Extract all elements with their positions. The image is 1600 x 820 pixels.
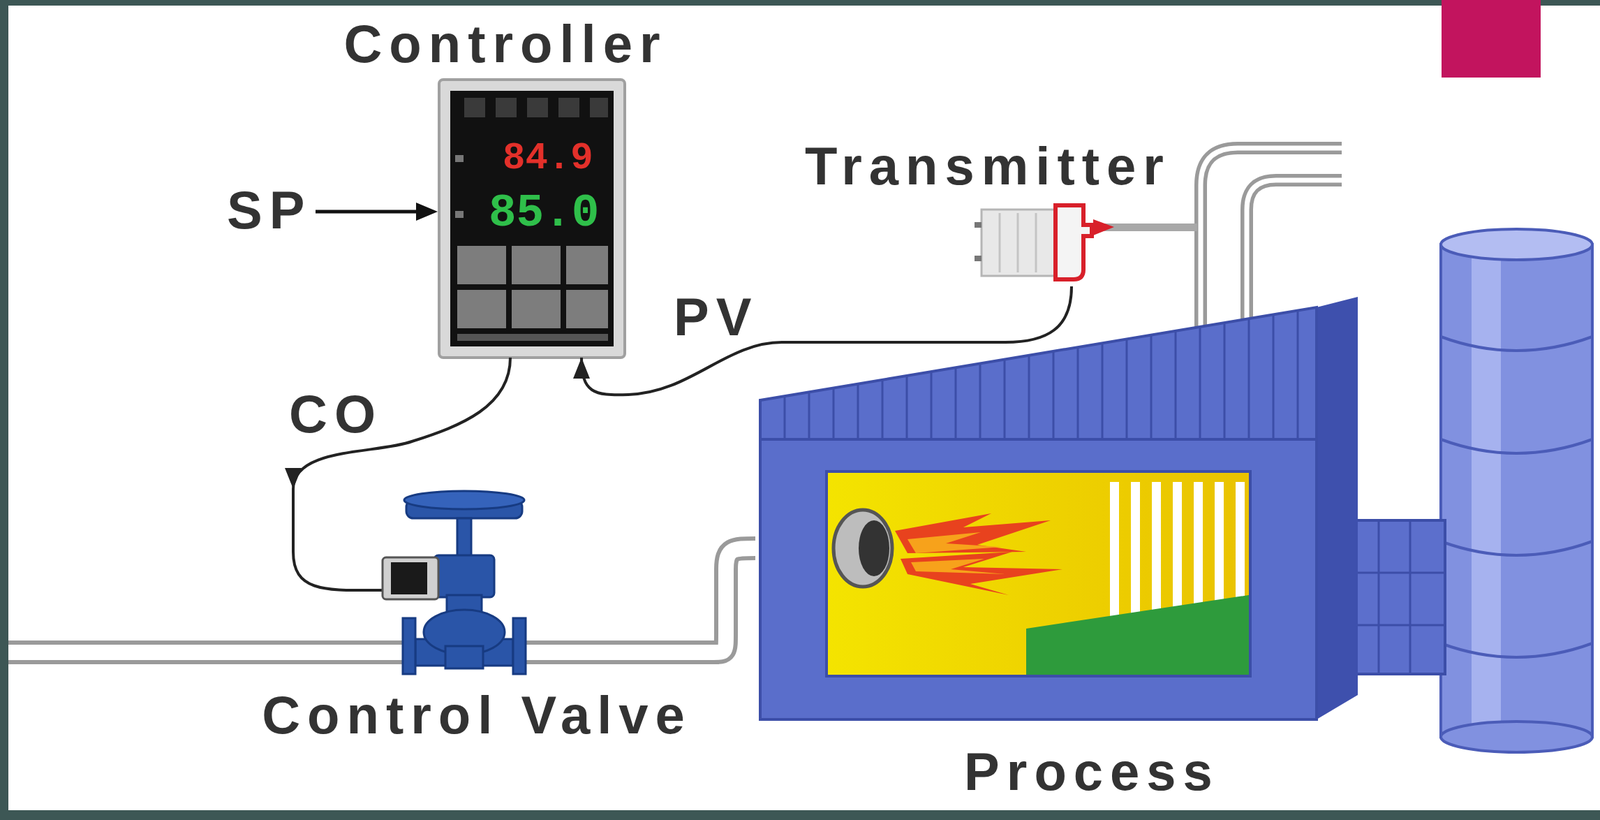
display-reading: 84.9 — [502, 139, 594, 178]
valve-positioner — [382, 557, 439, 599]
controller-key — [566, 245, 609, 285]
white-panel — [8, 5, 1600, 810]
process-pipe-inner — [8, 644, 720, 660]
duct — [1347, 520, 1446, 674]
device-group: Transmitter — [793, 139, 1187, 287]
controller-screen — [450, 90, 614, 347]
stack-bottom — [1440, 721, 1593, 752]
device-group: Process — [755, 300, 1596, 803]
transmitter-ribs — [999, 212, 1036, 273]
stack-highlight — [1471, 245, 1501, 736]
valve-stem — [457, 517, 472, 557]
indicator-segment — [589, 97, 609, 118]
controller-key — [457, 245, 507, 285]
transmitter-head — [1055, 205, 1092, 280]
flame-core — [910, 558, 1006, 574]
duct-grid — [1347, 520, 1446, 674]
valve-actuator-top — [404, 490, 525, 509]
transmitter-nub — [974, 255, 982, 262]
signal-label: PV — [673, 290, 759, 344]
corner-square — [1441, 0, 1541, 78]
controller-strip — [457, 333, 609, 341]
flame — [900, 551, 1063, 595]
valve-bottom — [445, 645, 484, 669]
text-slot: PV — [673, 290, 759, 344]
setpoint-arrowhead — [416, 202, 438, 221]
controller-bezel — [439, 79, 625, 358]
device-label: Process — [964, 744, 1220, 798]
burner — [833, 509, 893, 587]
signal-label: CO — [289, 387, 383, 441]
firebox — [826, 471, 1251, 676]
flame — [894, 513, 1051, 553]
signal-label: SP — [226, 183, 312, 237]
text-slot: Transmitter — [804, 139, 1171, 193]
device-label: Control Valve — [261, 688, 692, 742]
valve-yoke — [434, 554, 495, 597]
device-label: Transmitter — [804, 139, 1171, 193]
controller-key — [511, 289, 561, 329]
flame-core — [907, 531, 1002, 553]
indicator-segment — [558, 97, 580, 118]
text-slot: CO — [289, 387, 383, 441]
stack-top — [1440, 228, 1593, 260]
signal-wire — [581, 286, 1072, 395]
indicator-segment — [527, 97, 548, 118]
indicator-segment — [495, 97, 517, 118]
device-group: Controller — [336, 17, 674, 358]
furnace-side — [1316, 296, 1358, 720]
display-marker — [455, 210, 464, 218]
process-pipe — [702, 547, 756, 653]
transmitter-nub — [974, 221, 982, 228]
text-slot: SP — [226, 183, 312, 237]
text-slot: Control Valve — [261, 688, 692, 742]
device-label: Controller — [343, 17, 667, 71]
stack-rings — [1440, 336, 1593, 657]
setpoint-arrow — [315, 210, 419, 214]
text-slot: Controller — [343, 17, 667, 71]
valve-flange — [402, 617, 416, 674]
controller-key — [566, 289, 609, 329]
display-reading: 85.0 — [488, 190, 599, 237]
valve-flange — [513, 617, 526, 674]
controller-key — [457, 289, 507, 329]
furnace-roof — [760, 307, 1317, 440]
stack-body — [1440, 244, 1593, 737]
pipe-wall — [702, 547, 756, 653]
furnace-front — [760, 439, 1317, 720]
indicator-segment — [464, 97, 486, 118]
roof-ribs — [784, 310, 1298, 440]
transmitter-tip — [1093, 219, 1115, 236]
furnace-base — [1026, 594, 1249, 675]
valve-positioner-face — [390, 561, 428, 595]
signal-wire-path — [581, 286, 1072, 395]
text-slot: 84.9 — [502, 139, 594, 178]
text-slot: Process — [964, 744, 1220, 798]
pipe-path — [702, 547, 756, 653]
burner-nozzle — [858, 520, 890, 576]
display-marker — [455, 154, 464, 162]
signal-wire — [293, 488, 384, 590]
text-slot: 85.0 — [488, 190, 599, 237]
device-group: Control Valve — [249, 488, 704, 747]
transmitter-body — [981, 209, 1059, 276]
controller-key — [511, 245, 561, 285]
process-pipe — [8, 640, 720, 664]
pipe-bore — [702, 547, 756, 653]
